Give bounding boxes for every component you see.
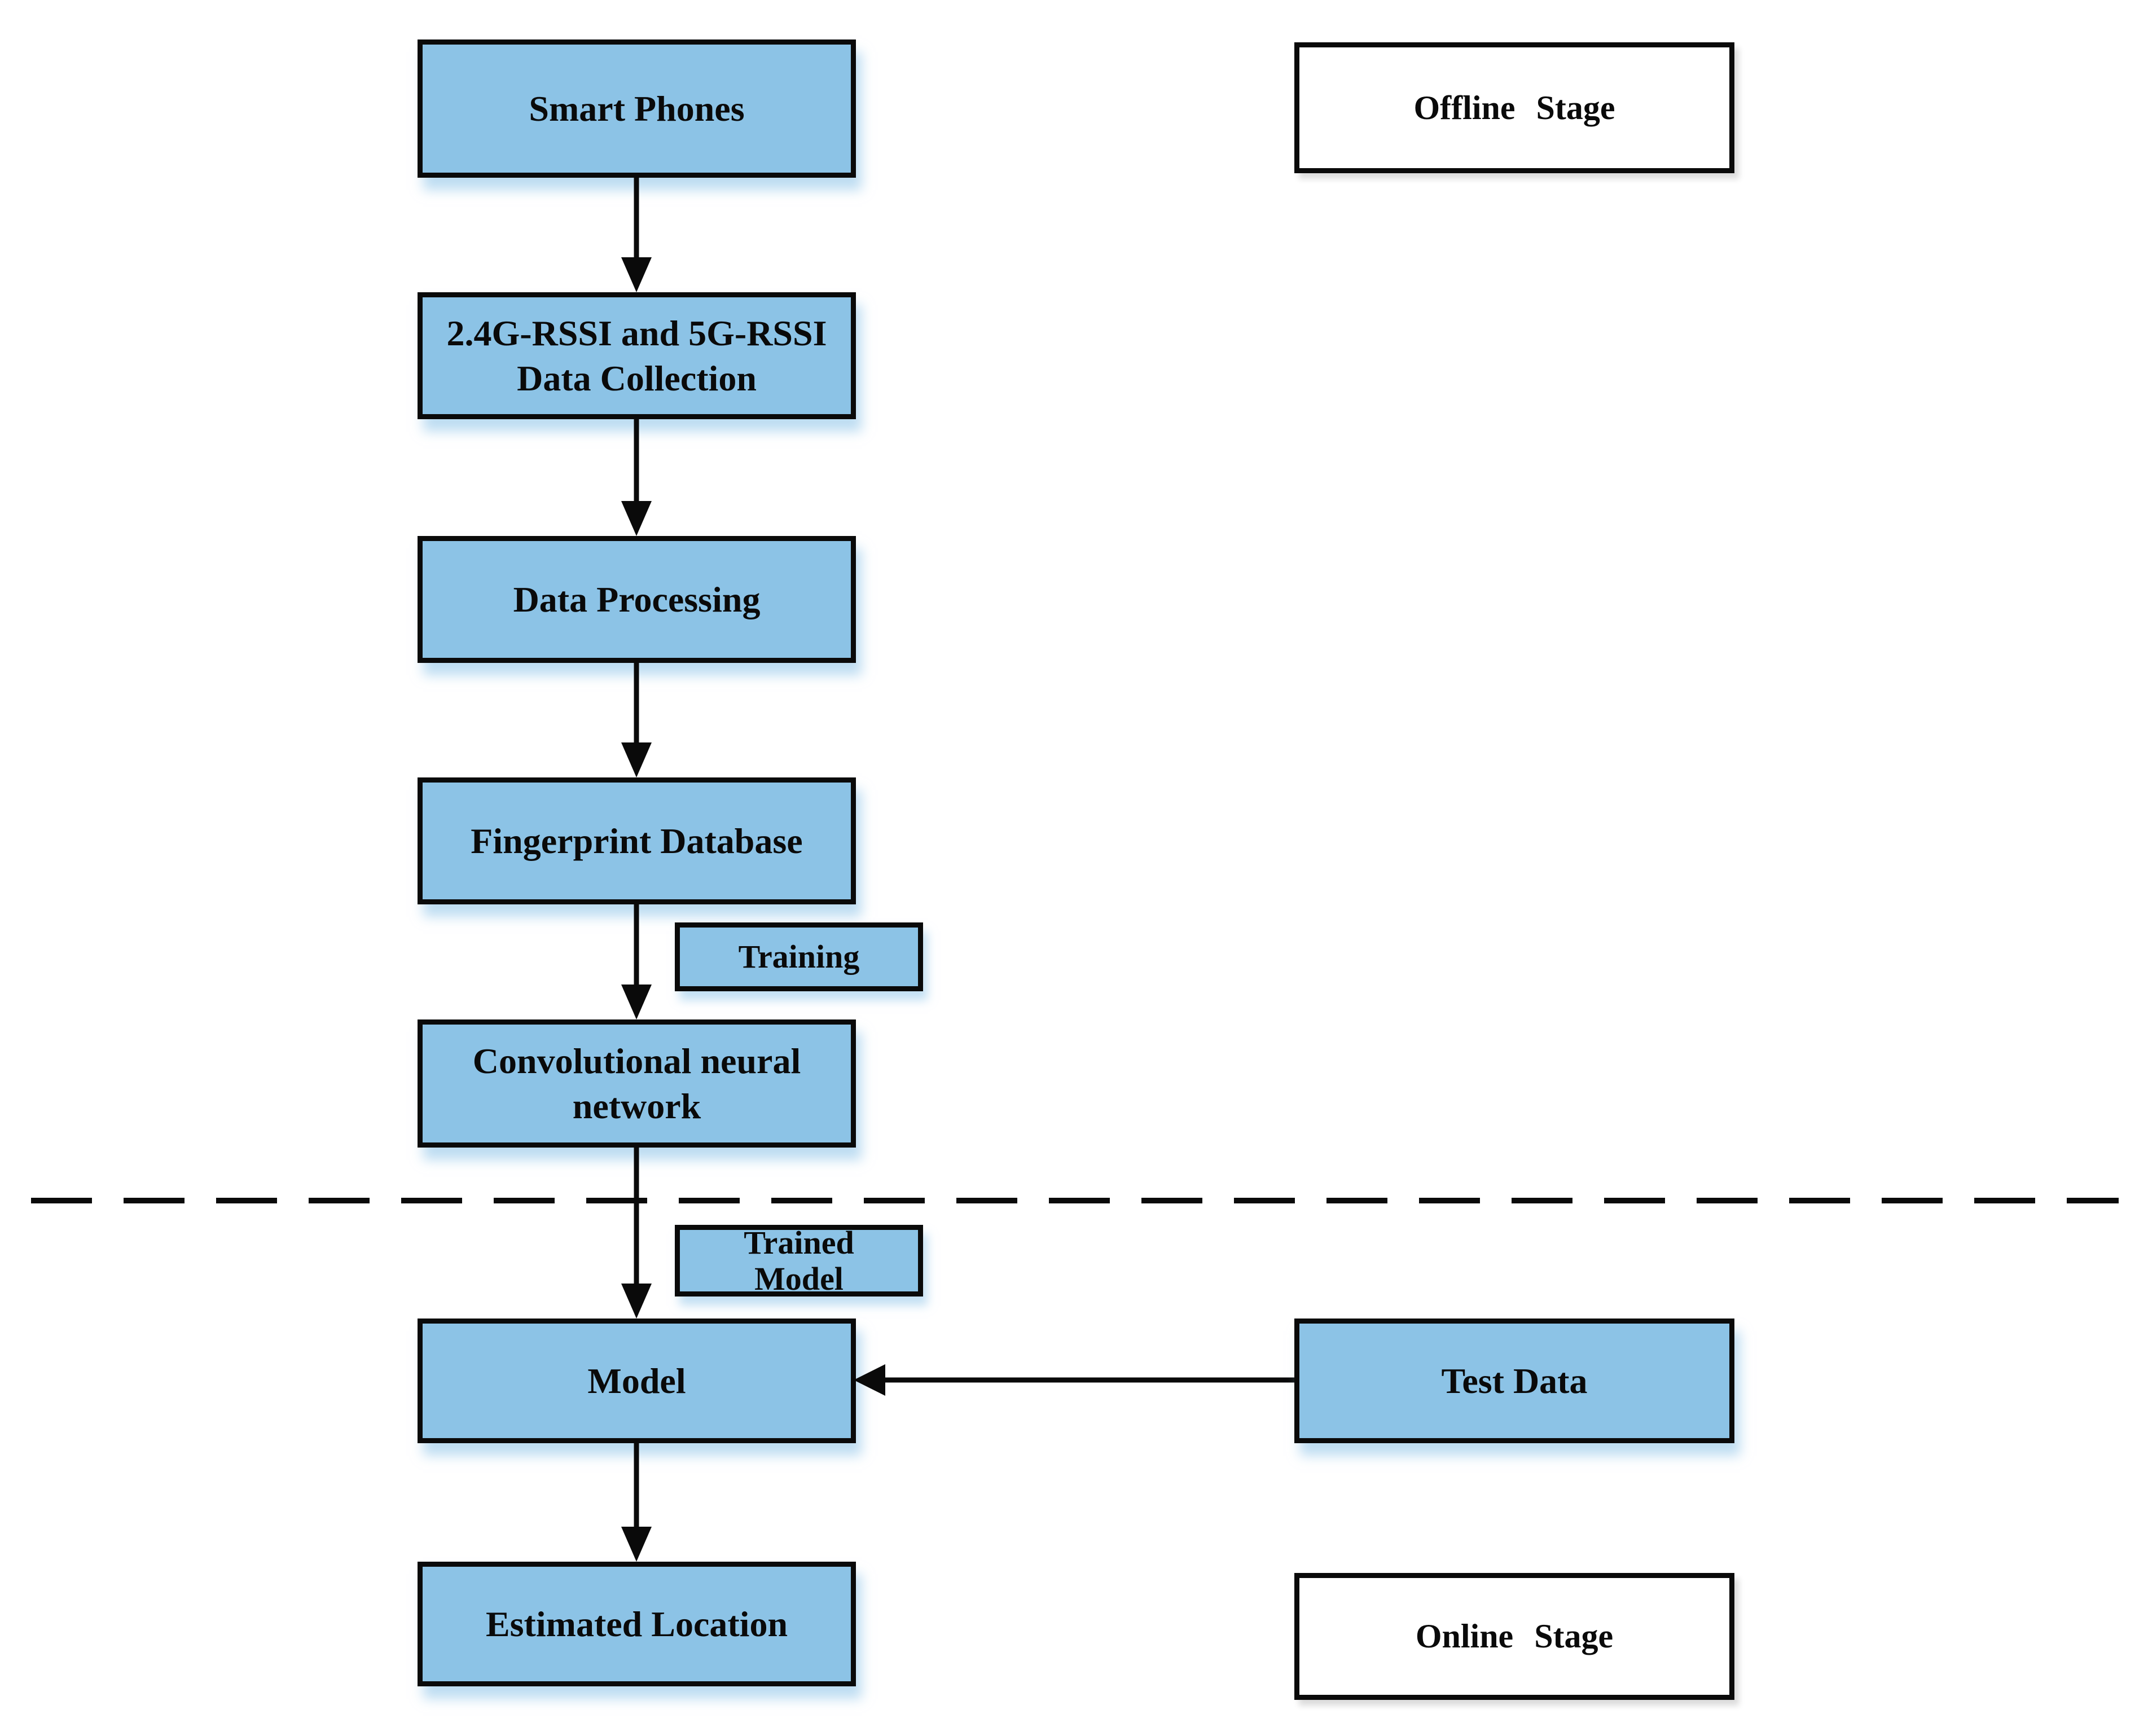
node-test-data-label: Test Data (1441, 1360, 1588, 1401)
node-fingerprint-database-label: Fingerprint Database (471, 820, 803, 861)
node-data-processing: Data Processing (418, 536, 856, 663)
node-training-label-box: Training (675, 922, 923, 991)
node-data-collection: 2.4G-RSSI and 5G-RSSI Data Collection (418, 292, 856, 419)
arrow-shaft (634, 903, 639, 988)
arrow-down-head (621, 985, 652, 1019)
node-convolutional-neural-network: Convolutional neural network (418, 1019, 856, 1148)
arrow-left-head (854, 1364, 885, 1396)
arrow-shaft (881, 1377, 1294, 1383)
training-label: Training (738, 938, 860, 975)
node-data-processing-label: Data Processing (513, 579, 761, 619)
online-stage-label: Online Stage (1415, 1618, 1614, 1655)
offline-stage-box: Offline Stage (1294, 42, 1734, 173)
node-smart-phones-label: Smart Phones (529, 88, 745, 129)
node-model-label: Model (587, 1360, 686, 1401)
node-convolutional-neural-network-label: Convolutional neural network (472, 1040, 801, 1126)
arrow-down-head (621, 1527, 652, 1562)
node-fingerprint-database: Fingerprint Database (418, 777, 856, 904)
node-trained-model-label-box: Trained Model (675, 1224, 923, 1297)
arrow-cnn-to-model (620, 1145, 653, 1319)
arrow-shaft (634, 1441, 639, 1530)
arrow-down-head (621, 742, 652, 777)
node-model: Model (418, 1319, 856, 1443)
node-estimated-location: Estimated Location (418, 1562, 856, 1686)
arrow-down-head (621, 1284, 652, 1319)
offline-stage-label: Offline Stage (1413, 89, 1615, 126)
arrow-smart-phones-to-data-collection (620, 177, 653, 292)
node-smart-phones: Smart Phones (418, 39, 856, 178)
arrow-shaft (634, 661, 639, 746)
arrow-data-processing-to-fingerprint-database (620, 661, 653, 777)
node-data-collection-label: 2.4G-RSSI and 5G-RSSI Data Collection (446, 313, 827, 398)
node-estimated-location-label: Estimated Location (485, 1603, 788, 1644)
arrow-data-collection-to-data-processing (620, 417, 653, 536)
arrow-shaft (634, 1145, 639, 1287)
arrow-shaft (634, 417, 639, 504)
arrow-fingerprint-database-to-cnn (620, 903, 653, 1019)
arrow-down-head (621, 257, 652, 292)
arrow-shaft (634, 177, 639, 261)
stage-separator-dashed-line (31, 1198, 2119, 1203)
arrow-model-to-estimated-location (620, 1441, 653, 1562)
arrow-down-head (621, 501, 652, 536)
arrow-test-data-to-model (854, 1355, 1294, 1405)
node-test-data: Test Data (1294, 1319, 1734, 1443)
trained-model-label: Trained Model (744, 1224, 854, 1297)
online-stage-box: Online Stage (1294, 1573, 1734, 1700)
